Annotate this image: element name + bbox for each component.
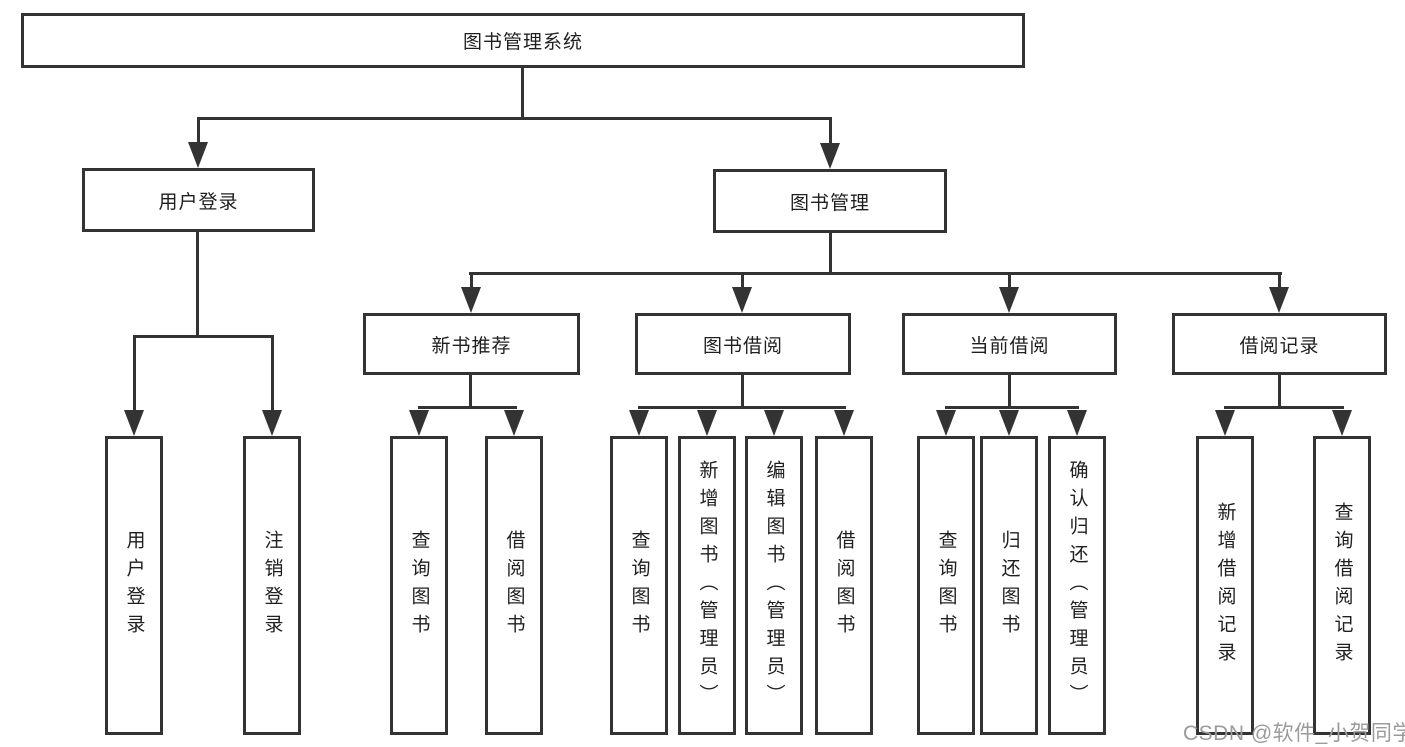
arrowhead-down-icon <box>697 410 717 436</box>
connector-line <box>1278 375 1281 409</box>
node-label: 借阅记录 <box>1239 335 1320 357</box>
node-book-management: 图书管理 <box>713 169 947 233</box>
connector-line <box>945 406 1079 409</box>
leaf-query-books-borrow: 查询图书 <box>610 436 668 735</box>
leaf-label: 借阅图书 <box>503 529 525 642</box>
node-current-borrow: 当前借阅 <box>902 313 1117 375</box>
connector-line <box>469 375 472 409</box>
leaf-confirm-return-admin: 确认归还（管理员） <box>1048 436 1106 735</box>
leaf-label: 用户登录 <box>123 529 145 642</box>
node-new-book-recommend: 新书推荐 <box>363 313 580 375</box>
leaf-label: 注销登录 <box>261 529 283 642</box>
arrowhead-down-icon <box>461 287 481 313</box>
connector-line <box>271 335 274 414</box>
connector-line <box>418 406 517 409</box>
leaf-label: 编辑图书（管理员） <box>763 459 785 712</box>
leaf-label: 确认归还（管理员） <box>1066 459 1088 712</box>
connector-line <box>638 406 846 409</box>
arrowhead-down-icon <box>834 410 854 436</box>
connector-line <box>741 272 744 290</box>
leaf-query-borrow-record: 查询借阅记录 <box>1313 436 1371 735</box>
node-label: 图书管理系统 <box>462 32 583 53</box>
arrowhead-down-icon <box>409 410 429 436</box>
node-user-login: 用户登录 <box>82 168 315 232</box>
connector-line <box>829 117 832 146</box>
connector-line <box>1008 272 1011 290</box>
arrowhead-down-icon <box>764 410 784 436</box>
leaf-label: 查询图书 <box>935 529 957 642</box>
leaf-logout: 注销登录 <box>243 436 301 735</box>
leaf-return-book: 归还图书 <box>980 436 1038 735</box>
leaf-borrow-books: 借阅图书 <box>815 436 873 735</box>
connector-line <box>197 117 200 145</box>
leaf-label: 新增借阅记录 <box>1214 501 1236 670</box>
leaf-borrow-books-recommend: 借阅图书 <box>485 436 543 735</box>
arrowhead-down-icon <box>504 410 524 436</box>
node-label: 新书推荐 <box>431 335 512 357</box>
leaf-add-book-admin: 新增图书（管理员） <box>678 436 736 735</box>
arrowhead-down-icon <box>1332 410 1352 436</box>
node-borrow-records: 借阅记录 <box>1172 313 1387 375</box>
leaf-query-books-current: 查询图书 <box>917 436 975 735</box>
arrowhead-down-icon <box>1269 287 1289 313</box>
leaf-label: 新增图书（管理员） <box>696 459 718 712</box>
node-label: 用户登录 <box>158 191 239 213</box>
connector-line <box>829 233 832 275</box>
connector-line <box>197 117 832 120</box>
node-label: 图书借阅 <box>702 335 783 357</box>
connector-line <box>521 68 524 120</box>
connector-line <box>1008 375 1011 409</box>
leaf-query-books-recommend: 查询图书 <box>390 436 448 735</box>
node-library-management-system: 图书管理系统 <box>21 13 1025 68</box>
arrowhead-down-icon <box>1215 410 1235 436</box>
connector-line <box>1278 272 1281 290</box>
connector-line <box>133 335 136 414</box>
leaf-label: 查询借阅记录 <box>1331 501 1353 670</box>
node-book-borrow: 图书借阅 <box>635 313 851 375</box>
arrowhead-down-icon <box>629 410 649 436</box>
arrowhead-down-icon <box>262 410 282 436</box>
arrowhead-down-icon <box>124 410 144 436</box>
node-label: 图书管理 <box>789 192 870 214</box>
arrowhead-down-icon <box>188 142 208 168</box>
connector-line <box>196 232 199 338</box>
arrowhead-down-icon <box>999 410 1019 436</box>
leaf-label: 借阅图书 <box>833 529 855 642</box>
connector-line <box>469 272 1282 275</box>
arrowhead-down-icon <box>732 287 752 313</box>
leaf-label: 查询图书 <box>628 529 650 642</box>
csdn-watermark: CSDN @软件_小贺同学 <box>1183 722 1405 745</box>
leaf-label: 查询图书 <box>408 529 430 642</box>
leaf-user-login: 用户登录 <box>105 436 163 735</box>
leaf-add-borrow-record: 新增借阅记录 <box>1196 436 1254 735</box>
leaf-label: 归还图书 <box>998 529 1020 642</box>
arrowhead-down-icon <box>1067 410 1087 436</box>
arrowhead-down-icon <box>820 143 840 169</box>
arrowhead-down-icon <box>936 410 956 436</box>
connector-line <box>741 375 744 409</box>
leaf-edit-book-admin: 编辑图书（管理员） <box>745 436 803 735</box>
connector-line <box>470 272 473 290</box>
arrowhead-down-icon <box>999 287 1019 313</box>
connector-line <box>1224 406 1344 409</box>
node-label: 当前借阅 <box>969 335 1050 357</box>
connector-line <box>133 335 274 338</box>
